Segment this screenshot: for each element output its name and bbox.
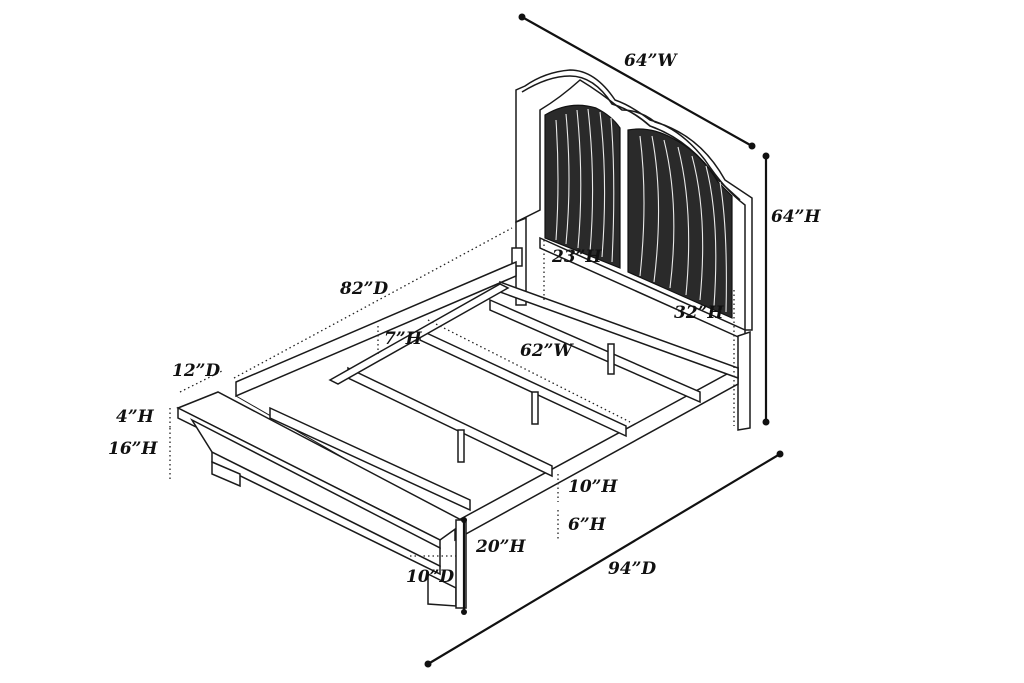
slat-1 — [269, 406, 471, 512]
footboard-body — [189, 418, 441, 568]
rail-depth-line — [233, 227, 513, 379]
right-panel — [627, 128, 733, 319]
dimension-lines — [169, 13, 784, 668]
foot-post-left — [211, 460, 241, 488]
label-16h: 16”H — [108, 439, 158, 459]
headboard-right-post — [737, 330, 751, 431]
label-20h: 20”H — [475, 537, 526, 557]
label-10h: 10”H — [568, 477, 618, 497]
left-tufting — [555, 108, 615, 263]
support-leg-3 — [607, 343, 615, 375]
label-82d: 82”D — [339, 279, 388, 299]
label-32h: 32”H — [674, 303, 724, 323]
dimension-labels: 64”W 64”H 82”D 12”D 4”H 16”H 7”H 62”W 23… — [108, 51, 821, 587]
right-side-rail — [454, 366, 739, 542]
label-64h: 64”H — [771, 207, 821, 227]
support-leg-1 — [457, 429, 465, 463]
slat-4 — [489, 298, 701, 404]
label-94d: 94”D — [608, 559, 656, 579]
label-64w: 64”W — [624, 51, 678, 71]
label-23h: 23”H — [551, 247, 602, 267]
label-6h: 6”H — [568, 515, 607, 535]
headboard — [511, 69, 753, 431]
support-leg-2 — [531, 391, 539, 425]
label-4h: 4”H — [116, 407, 155, 427]
left-panel — [544, 104, 621, 269]
footboard-depth-line — [179, 369, 225, 393]
right-tufting — [639, 135, 727, 313]
label-12d: 12”D — [172, 361, 220, 381]
label-62w: 62”W — [520, 341, 574, 361]
rail-bracket — [511, 247, 523, 267]
overall-depth-line — [427, 453, 781, 665]
label-7h: 7”H — [384, 329, 423, 349]
label-10d: 10”D — [406, 567, 454, 587]
width-line — [521, 16, 753, 147]
footboard — [176, 391, 467, 609]
headboard-frame — [515, 69, 753, 331]
left-side-rail — [235, 260, 517, 398]
center-support — [328, 283, 510, 385]
inner-width-line — [427, 319, 631, 423]
